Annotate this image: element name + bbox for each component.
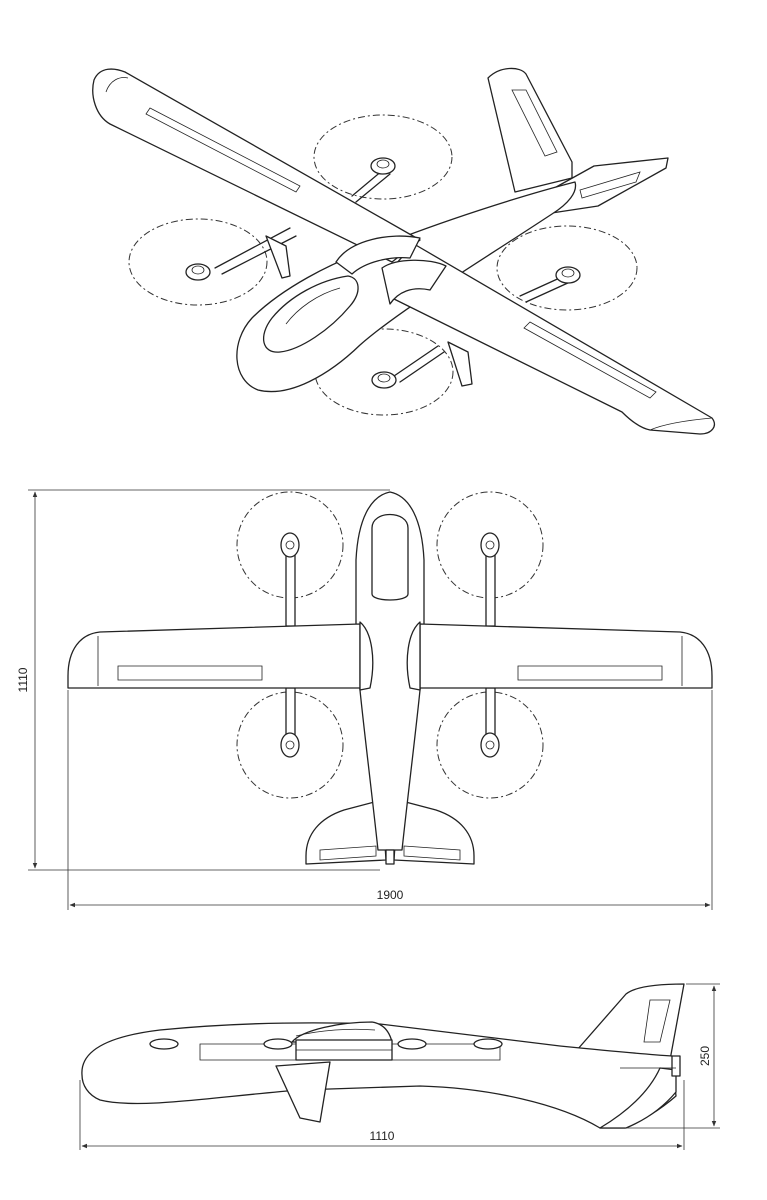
side-length-dimension: 1110: [370, 1129, 395, 1143]
top-right-wing: [419, 623, 713, 689]
top-rotor-disc-front-right: [436, 491, 544, 599]
top-view: 1110 1900: [16, 489, 713, 910]
top-motors: [280, 532, 500, 758]
side-ventral-fin: [275, 1061, 331, 1123]
top-canopy: [371, 514, 409, 601]
right-wing: [391, 243, 715, 435]
top-width-dimension: 1900: [377, 888, 404, 902]
top-rotor-disc-front-left: [236, 491, 344, 599]
motor-front-right: [555, 266, 581, 284]
motor-front-left: [370, 157, 396, 175]
side-height-dimension: 250: [698, 1046, 712, 1066]
rotor-disc-rear-left: [128, 218, 268, 306]
top-rotor-disc-rear-left: [236, 691, 344, 799]
motor-rear-left: [185, 263, 211, 281]
side-canopy: [291, 1021, 393, 1043]
vertical-tail: [487, 67, 573, 193]
side-view: 250 1110: [79, 983, 720, 1150]
rotor-disc-front-left: [313, 114, 453, 200]
boom-front-left: [351, 169, 391, 203]
top-rotor-disc-rear-right: [436, 691, 544, 799]
top-height-dimension: 1110: [16, 667, 30, 692]
top-left-wing: [67, 623, 361, 689]
rotor-disc-front-right: [496, 225, 638, 311]
canopy: [262, 275, 359, 353]
motor-rear-right: [371, 371, 397, 389]
side-vertical-fin: [569, 983, 685, 1061]
boom-rear-right: [393, 345, 445, 383]
boom-front-right: [519, 275, 571, 303]
rotor-disc-rear-right: [314, 328, 454, 416]
isometric-view: [92, 67, 715, 435]
top-tail-left: [305, 799, 387, 865]
top-tail-right: [393, 799, 475, 865]
